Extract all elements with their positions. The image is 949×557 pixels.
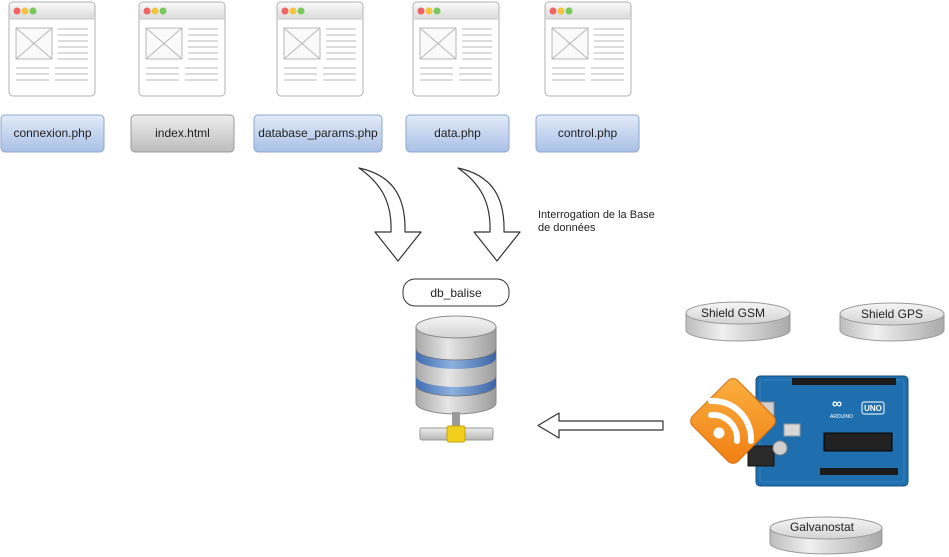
file-label: connexion.php	[13, 126, 91, 140]
query-annotation-line-2: de données	[538, 222, 596, 234]
webpage-window-icon	[138, 1, 226, 97]
galvanostat-label: Galvanostat	[790, 520, 855, 534]
galvanostat-disk: Galvanostat	[769, 516, 883, 555]
file-label: database_params.php	[258, 126, 378, 140]
database-label: db_balise	[402, 278, 510, 307]
file-label: control.php	[558, 126, 618, 140]
shield-gsm-disk: Shield GSM	[685, 301, 791, 342]
arduino-infinity-logo: ∞	[832, 395, 842, 411]
arduino-board: ∞ ARDUINO UNO	[745, 375, 909, 487]
webpage-window-icon	[276, 1, 364, 97]
file-node-control[interactable]: control.php	[535, 114, 640, 153]
file-label: data.php	[434, 126, 481, 140]
curved-arrow-icon	[358, 167, 422, 262]
arduino-brand: ARDUINO	[830, 414, 853, 420]
database-icon	[415, 315, 497, 443]
left-arrow-icon	[537, 412, 664, 439]
database-name: db_balise	[430, 286, 482, 300]
curved-arrow-icon	[457, 167, 521, 262]
webpage-window-icon	[8, 1, 96, 97]
shield-gsm-label: Shield GSM	[701, 306, 765, 320]
file-node-data[interactable]: data.php	[405, 114, 510, 153]
wireless-feed-icon	[690, 378, 776, 464]
arduino-model: UNO	[864, 404, 882, 413]
file-node-connexion[interactable]: connexion.php	[0, 114, 105, 153]
file-label: index.html	[155, 126, 210, 140]
file-node-index[interactable]: index.html	[130, 114, 235, 153]
file-node-database-params[interactable]: database_params.php	[253, 114, 383, 153]
shield-gps-label: Shield GPS	[861, 307, 923, 321]
webpage-window-icon	[412, 1, 500, 97]
shield-gps-disk: Shield GPS	[839, 302, 945, 342]
query-annotation-line-1: Interrogation de la Base	[538, 209, 655, 221]
webpage-window-icon	[544, 1, 632, 97]
